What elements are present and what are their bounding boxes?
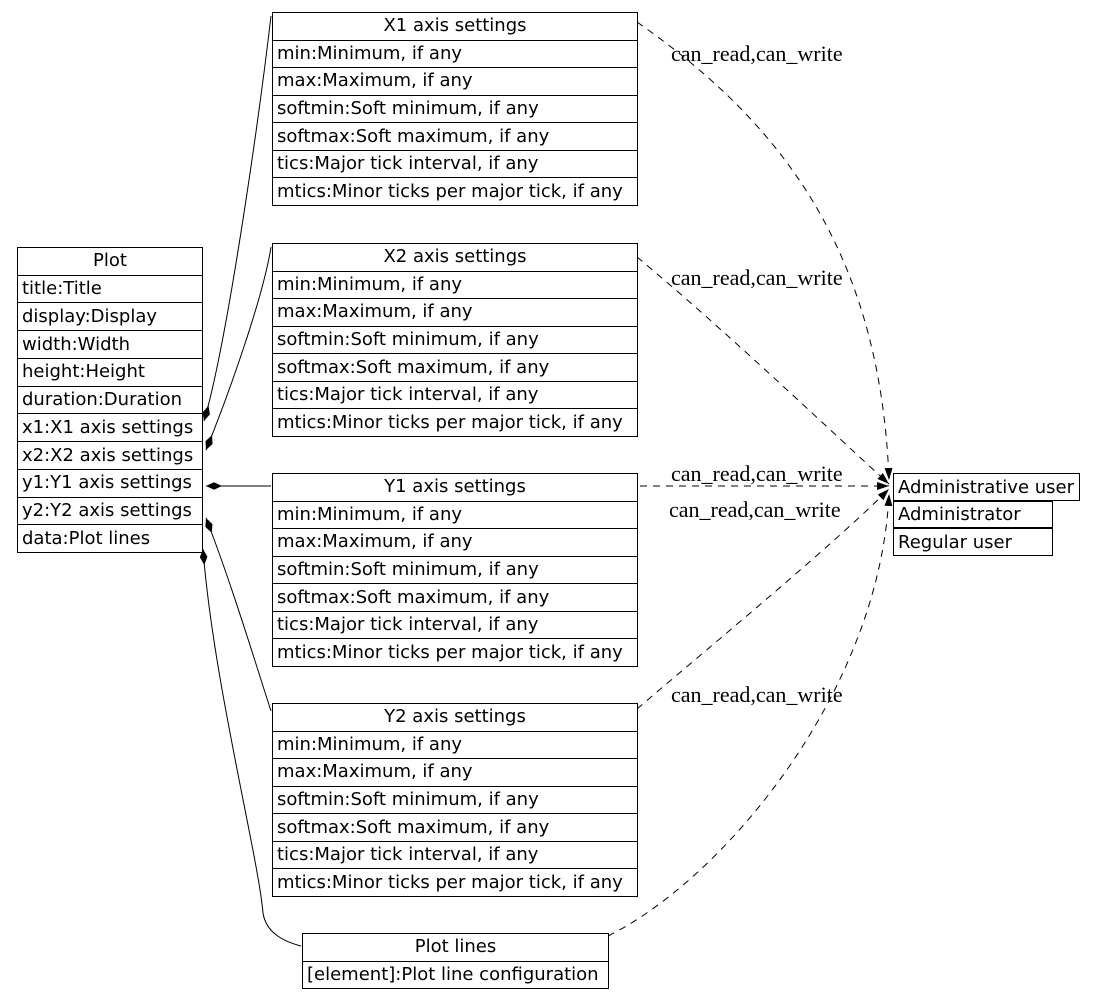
node-regular-user: Regular user — [893, 528, 1053, 556]
edge-label-y1-admin: can_read,can_write — [671, 461, 843, 486]
class-box-plot: Plot title:Title display:Display width:W… — [17, 247, 203, 553]
class-box-y2-axis-settings: Y2 axis settings min:Minimum, if any max… — [272, 703, 638, 897]
field-row-softmax: softmax:Soft maximum, if any — [273, 353, 637, 381]
field-row-softmin: softmin:Soft minimum, if any — [273, 555, 637, 584]
field-row-width: width:Width — [18, 330, 202, 358]
dependency-edge-x2-admin — [636, 256, 890, 485]
field-row-max: max:Maximum, if any — [273, 298, 637, 326]
field-row-data: data:Plot lines — [18, 524, 202, 552]
class-title-y2: Y2 axis settings — [384, 706, 526, 728]
field-row-softmin: softmin:Soft minimum, if any — [273, 325, 637, 354]
field-row-min: min:Minimum, if any — [273, 500, 637, 529]
field-row-tics: tics:Major tick interval, if any — [273, 610, 637, 639]
field-row-softmin: softmin:Soft minimum, if any — [273, 94, 637, 123]
field-row-title: title:Title — [18, 274, 202, 303]
class-box-x2-axis-settings: X2 axis settings min:Minimum, if any max… — [272, 243, 638, 437]
field-row-max: max:Maximum, if any — [273, 528, 637, 556]
field-row-x1: x1:X1 axis settings — [18, 413, 202, 441]
field-row-min: min:Minimum, if any — [273, 730, 637, 759]
field-row-display: display:Display — [18, 302, 202, 330]
edge-label-y2-admin: can_read,can_write — [669, 497, 841, 522]
class-title-x1: X1 axis settings — [383, 15, 527, 37]
field-row-softmax: softmax:Soft maximum, if any — [273, 813, 637, 841]
node-administrative-user: Administrative user — [893, 473, 1080, 501]
field-row-y1: y1:Y1 axis settings — [18, 468, 202, 497]
composition-edge-x2 — [205, 246, 272, 451]
field-row-min: min:Minimum, if any — [273, 39, 637, 68]
field-row-softmax: softmax:Soft maximum, if any — [273, 122, 637, 150]
node-administrator: Administrator — [893, 501, 1053, 528]
composition-edge-x1 — [202, 15, 272, 422]
field-row-max: max:Maximum, if any — [273, 67, 637, 95]
edge-label-x1-admin: can_read,can_write — [671, 41, 843, 66]
class-box-x1-axis-settings: X1 axis settings min:Minimum, if any max… — [272, 12, 638, 206]
field-row-softmax: softmax:Soft maximum, if any — [273, 583, 637, 611]
dependency-edge-plotlines-admin — [607, 493, 893, 937]
edge-label-plotlines-admin: can_read,can_write — [671, 682, 843, 707]
field-row-y2: y2:Y2 axis settings — [18, 496, 202, 525]
field-row-height: height:Height — [18, 357, 202, 386]
field-row-min: min:Minimum, if any — [273, 270, 637, 299]
field-row-tics: tics:Major tick interval, if any — [273, 149, 637, 178]
field-row-mtics: mtics:Minor ticks per major tick, if any — [273, 868, 637, 896]
class-box-plot-lines: Plot lines [element]:Plot line configura… — [302, 933, 609, 989]
class-title-y1: Y1 axis settings — [384, 476, 526, 498]
composition-edge-y2 — [205, 517, 272, 712]
composition-edge-data — [199, 548, 302, 947]
field-row-mtics: mtics:Minor ticks per major tick, if any — [273, 408, 637, 436]
field-row-duration: duration:Duration — [18, 385, 202, 414]
class-title-plot-lines: Plot lines — [414, 936, 497, 958]
field-row-softmin: softmin:Soft minimum, if any — [273, 785, 637, 814]
field-row-mtics: mtics:Minor ticks per major tick, if any — [273, 177, 637, 205]
field-row-tics: tics:Major tick interval, if any — [273, 380, 637, 409]
field-row-element: [element]:Plot line configuration — [303, 960, 608, 989]
dependency-edge-y2-admin — [636, 488, 890, 710]
field-row-tics: tics:Major tick interval, if any — [273, 840, 637, 869]
class-title-x2: X2 axis settings — [383, 246, 527, 268]
field-row-max: max:Maximum, if any — [273, 758, 637, 786]
class-title-plot: Plot — [93, 250, 127, 272]
class-box-y1-axis-settings: Y1 axis settings min:Minimum, if any max… — [272, 473, 638, 667]
edge-label-x2-admin: can_read,can_write — [671, 265, 843, 290]
field-row-x2: x2:X2 axis settings — [18, 441, 202, 469]
dependency-edge-x1-admin — [636, 21, 893, 481]
field-row-mtics: mtics:Minor ticks per major tick, if any — [273, 638, 637, 666]
